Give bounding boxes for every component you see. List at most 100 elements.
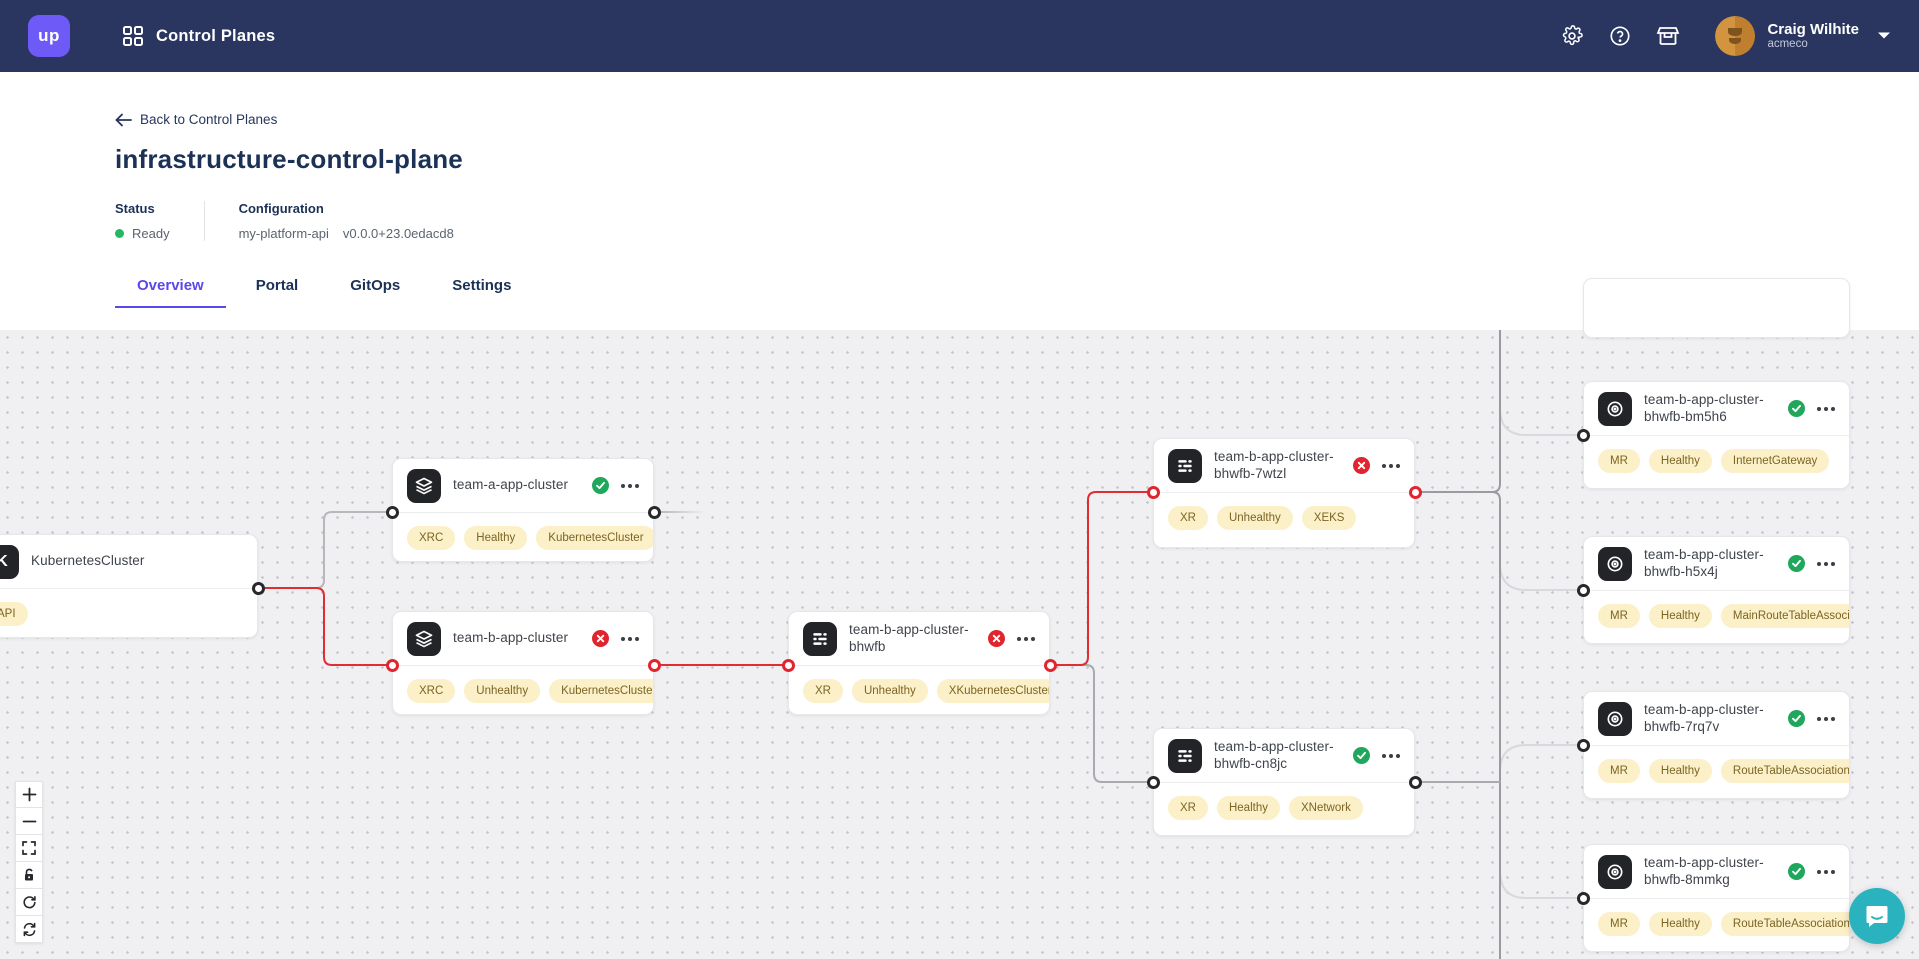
healthy-check-icon — [1788, 555, 1805, 572]
tab-gitops[interactable]: GitOps — [350, 276, 401, 294]
node-menu-button[interactable] — [1817, 558, 1835, 570]
node-badge: MR — [1598, 603, 1640, 628]
node-badge: MainRouteTableAssociation — [1720, 603, 1849, 628]
tab-overview[interactable]: Overview — [115, 267, 226, 308]
sync-button[interactable] — [15, 916, 43, 943]
layers-icon — [407, 621, 441, 656]
configuration-name: my-platform-api — [238, 225, 329, 241]
node-menu-button[interactable] — [1817, 713, 1835, 725]
node-badge: MR — [1598, 911, 1640, 936]
app-grid-icon[interactable] — [122, 25, 144, 47]
configuration-version: v0.0.0+23.0edacd8 — [342, 225, 454, 241]
node-handle — [647, 505, 661, 519]
node-badge: Unhealthy — [851, 678, 928, 703]
node-badge: XR — [1168, 505, 1208, 530]
node-handle — [1576, 891, 1590, 905]
brand-logo[interactable]: up — [28, 15, 70, 57]
node-badge: XRC — [407, 525, 456, 550]
node-handle — [1576, 738, 1590, 752]
node-badge: MR — [1598, 758, 1640, 783]
configuration-label: Configuration — [238, 200, 324, 216]
lock-button[interactable] — [15, 862, 43, 889]
chat-launcher[interactable] — [1849, 888, 1905, 944]
mr-icon — [1598, 854, 1632, 889]
node-title: team-b-app-cluster-bhwfb-8mmkg — [1644, 854, 1764, 887]
node-handle — [385, 505, 399, 519]
unhealthy-x-icon — [592, 630, 609, 647]
node-handle — [1043, 658, 1057, 672]
node-badge: Healthy — [1648, 911, 1712, 936]
node-title: KubernetesCluster — [31, 553, 145, 569]
user-name: Craig Wilhite — [1767, 20, 1859, 38]
node-badge: RouteTableAssociation — [1720, 758, 1849, 783]
healthy-check-icon — [1788, 400, 1805, 417]
status-label: Status — [115, 200, 155, 216]
tab-settings[interactable]: Settings — [452, 276, 512, 294]
help-icon[interactable] — [1601, 17, 1639, 55]
node-menu-button[interactable] — [621, 633, 639, 645]
node-badge: XNetwork — [1288, 795, 1363, 820]
reset-view-button[interactable] — [15, 889, 43, 916]
back-link[interactable]: Back to Control Planes — [115, 112, 277, 127]
node-handle — [1576, 583, 1590, 597]
mr-icon — [1598, 391, 1632, 426]
node-badge: XEKS — [1301, 505, 1357, 530]
node-menu-button[interactable] — [1817, 866, 1835, 878]
zoom-in-button[interactable] — [15, 781, 43, 808]
user-menu[interactable]: Craig Wilhite acmeco — [1715, 16, 1891, 56]
node-badge: Healthy — [1648, 603, 1712, 628]
settings-gear-icon[interactable] — [1553, 17, 1591, 55]
tab-bar: Overview Portal GitOps Settings — [0, 267, 1919, 308]
node-badge: Unhealthy — [1216, 505, 1293, 530]
node-badge: XR — [803, 678, 843, 703]
fit-view-button[interactable] — [15, 835, 43, 862]
node-menu-button[interactable] — [1382, 460, 1400, 472]
tab-portal[interactable]: Portal — [255, 276, 299, 294]
node-handle — [781, 658, 795, 672]
node-menu-button[interactable] — [1017, 633, 1035, 645]
zoom-out-button[interactable] — [15, 808, 43, 835]
xr-icon — [1168, 448, 1202, 483]
navbar-title: Control Planes — [156, 26, 276, 45]
mr-icon — [1598, 546, 1632, 581]
graph-node-kubernetescluster[interactable]: KKubernetesClusterAPI — [0, 534, 258, 638]
node-badge: XKubernetesCluster — [936, 678, 1049, 703]
node-badge: Healthy — [1648, 448, 1712, 473]
page-title: infrastructure-control-plane — [115, 143, 463, 174]
unhealthy-x-icon — [1353, 457, 1370, 474]
node-handle — [647, 658, 661, 672]
avatar — [1715, 16, 1756, 56]
graph-canvas[interactable]: KKubernetesClusterAPIteam-a-app-clusterX… — [0, 278, 1919, 959]
node-badge: XR — [1168, 795, 1208, 820]
marketplace-icon[interactable] — [1649, 17, 1687, 55]
node-menu-button[interactable] — [621, 480, 639, 492]
chevron-down-icon — [1877, 27, 1891, 45]
node-title: team-b-app-cluster — [453, 630, 569, 646]
node-title: team-b-app-cluster-bhwfb-7rq7v — [1644, 701, 1764, 734]
node-handle — [251, 581, 265, 595]
node-title: team-a-app-cluster — [453, 477, 569, 493]
healthy-check-icon — [592, 477, 609, 494]
graph-node-partial-top-node[interactable] — [1583, 278, 1850, 338]
mr-icon — [1598, 701, 1632, 736]
status-dot — [115, 228, 124, 238]
node-badge: KubernetesCluster — [549, 678, 653, 703]
node-badge: Healthy — [1648, 758, 1712, 783]
node-handle — [1146, 775, 1160, 789]
node-title: team-b-app-cluster-bhwfb-bm5h6 — [1644, 391, 1764, 424]
node-handle — [1408, 775, 1422, 789]
layers-icon — [407, 468, 441, 503]
k8s-icon: K — [0, 544, 19, 579]
node-menu-button[interactable] — [1817, 403, 1835, 415]
node-menu-button[interactable] — [1382, 750, 1400, 762]
xr-icon — [803, 621, 837, 656]
